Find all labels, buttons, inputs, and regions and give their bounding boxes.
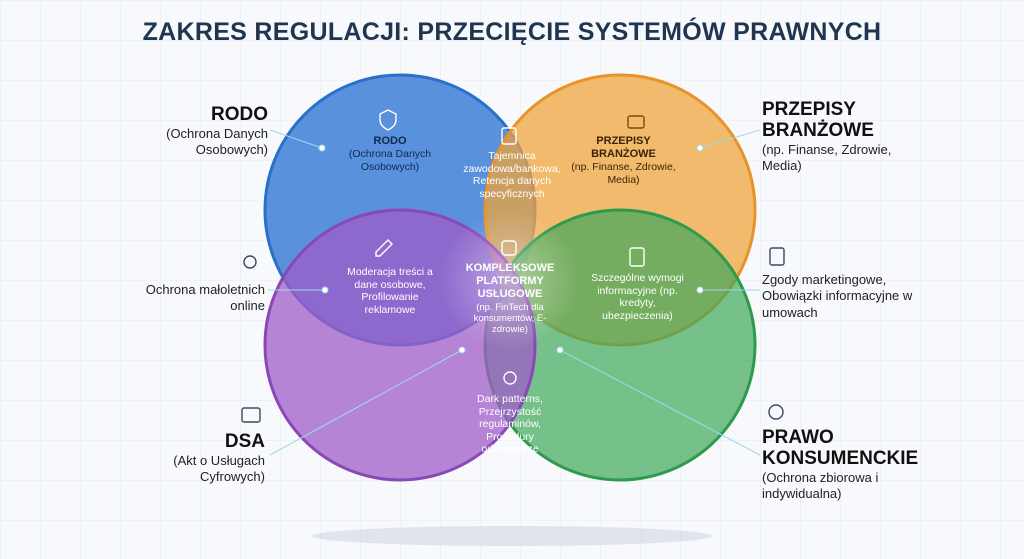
outer-icons [241, 247, 785, 423]
inner-rodo-sub: (Ochrona Danych Osobowych) [348, 148, 432, 173]
label-branzowe-title: PRZEPISY BRANŻOWE [762, 99, 874, 141]
child-user-icon [243, 255, 257, 269]
label-konsument-sub: (Ochrona zbiorowa i indywidualna) [762, 469, 879, 502]
label-rodo-title: RODO [211, 104, 268, 125]
inner-moderacja: Moderacja treści a dane osobowe, Profilo… [347, 266, 433, 316]
label-rodo: RODO (Ochrona Danych Osobowych) [110, 104, 268, 158]
inner-branzowe-sub: (np. Finanse, Zdrowie, Media) [571, 161, 676, 186]
inner-branzowe-title: PRZEPISY BRANŻOWE [591, 135, 656, 161]
label-dsa: DSA (Akt o Usługach Cyfrowych) [125, 431, 265, 485]
inner-icons [375, 109, 645, 385]
checklist-icon [629, 247, 645, 267]
center-glow [440, 210, 580, 350]
connector-lines [268, 129, 761, 456]
inner-rodo: RODO (Ochrona Danych Osobowych) [335, 135, 445, 173]
page-title: ZAKRES REGULACJI: PRZECIĘCIE SYSTEMÓW PR… [142, 18, 882, 46]
label-maloletni: Ochrona małoletnich online [145, 282, 265, 314]
inner-tajemnica: Tajemnica zawodowa/bankowa, Retencja dan… [463, 150, 561, 200]
shield-icon [379, 109, 397, 131]
label-konsument: PRAWO KONSUMENCKIE (Ochrona zbiorowa i i… [762, 427, 922, 502]
inner-dark: Dark patterns, Przejrzystość regulaminów… [477, 393, 543, 456]
inner-center: KOMPLEKSOWE PLATFORMY USŁUGOWE (np. FinT… [462, 262, 558, 336]
money-hand-icon [768, 404, 784, 420]
label-rodo-sub: (Ochrona Danych Osobowych) [166, 125, 268, 158]
inner-wymogi: Szczególne wymogi informacyjne (np. kred… [591, 272, 684, 322]
magnifier-icon [503, 371, 517, 385]
contract-icon [769, 247, 785, 266]
label-dsa-sub: (Akt o Usługach Cyfrowych) [173, 452, 265, 485]
inner-branzowe: PRZEPISY BRANŻOWE (np. Finanse, Zdrowie,… [566, 135, 681, 187]
platform-icon [501, 240, 517, 256]
briefcase-icon [627, 115, 645, 129]
devices-icon [241, 407, 261, 423]
document-icon [501, 127, 517, 145]
label-konsument-title: PRAWO KONSUMENCKIE [762, 427, 919, 469]
label-branzowe-sub: (np. Finanse, Zdrowie, Media) [762, 141, 892, 174]
inner-center-sub: (np. FinTech dla konsumentów, E-zdrowie) [473, 301, 547, 336]
label-marketing: Zgody marketingowe, Obowiązki informacyj… [762, 272, 913, 320]
edit-icon [375, 239, 393, 257]
inner-center-title: KOMPLEKSOWE PLATFORMY USŁUGOWE [465, 262, 555, 301]
label-branzowe: PRZEPISY BRANŻOWE (np. Finanse, Zdrowie,… [762, 99, 932, 174]
shadow [312, 526, 712, 546]
label-dsa-title: DSA [224, 431, 265, 452]
inner-rodo-title: RODO [373, 135, 407, 147]
